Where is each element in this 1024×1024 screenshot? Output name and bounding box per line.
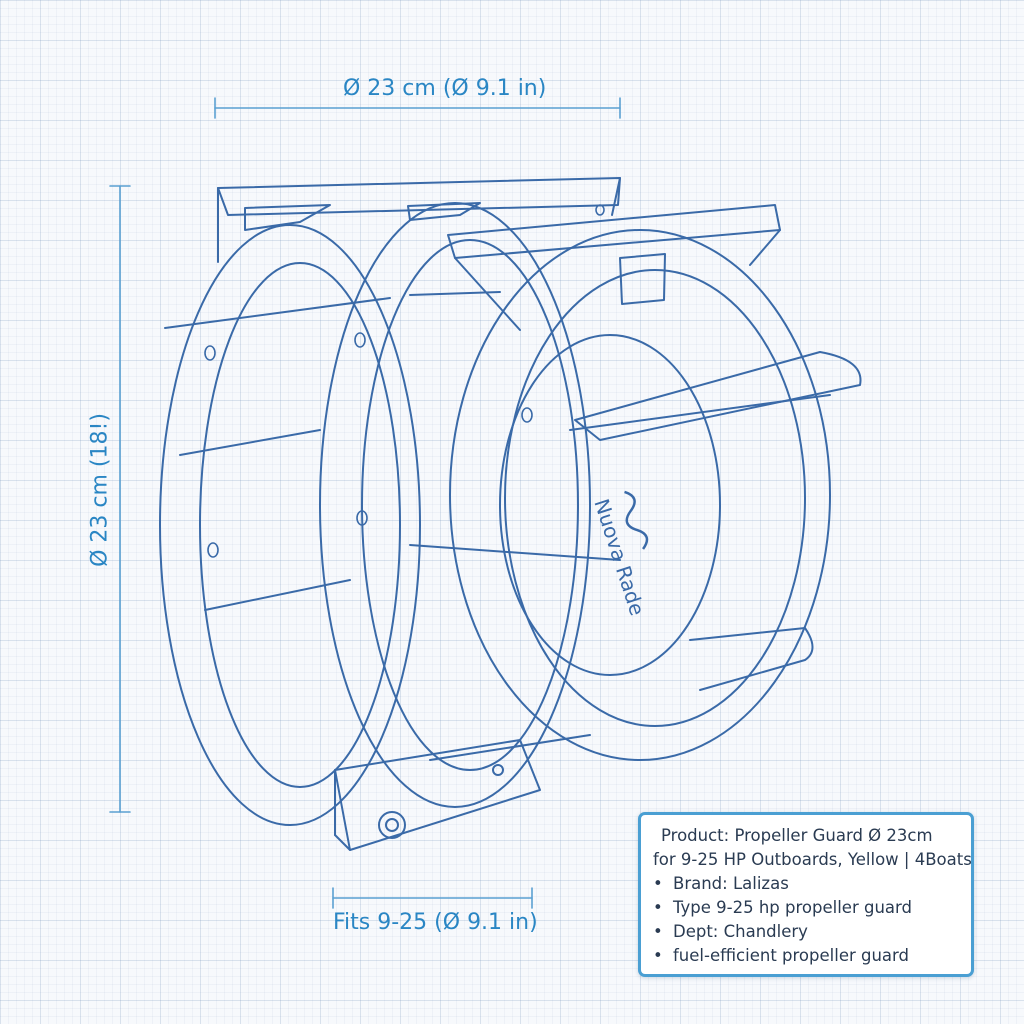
front-mount-plate (447, 204, 781, 331)
info-bullet-item: • Brand: Lalizas (653, 872, 959, 896)
product-title-line-2: for 9-25 HP Outboards, Yellow | 4Boats (653, 850, 972, 869)
info-bullet-item: • fuel-efficient propeller guard (653, 944, 959, 968)
bullet-marker: • (653, 922, 663, 941)
rear-ring (159, 224, 421, 826)
bullet-text: fuel-efficient propeller guard (673, 946, 910, 965)
bullet-marker: • (653, 946, 663, 965)
bottom-clamp (334, 739, 541, 851)
info-bullet-item: • Dept: Chandlery (653, 920, 959, 944)
bullet-text: Type 9-25 hp propeller guard (673, 898, 912, 917)
front-ring (449, 229, 831, 761)
dimension-label-bottom: Fits 9-25 (Ø 9.1 in) (333, 910, 538, 935)
bolt-holes (204, 204, 605, 558)
side-fin (574, 351, 862, 691)
bullet-marker: • (653, 898, 663, 917)
bullet-text: Brand: Lalizas (673, 874, 789, 893)
struts (164, 291, 831, 761)
dimension-line-bottom (332, 887, 533, 909)
brand-logo: Nuova Rade (589, 490, 650, 619)
bullet-marker: • (653, 874, 663, 893)
dimension-line-top (214, 97, 621, 119)
brand-logo-text: Nuova Rade (589, 496, 649, 619)
rear-mount-plate (217, 177, 621, 263)
product-info-card: Product: Propeller Guard Ø 23cm for 9-25… (638, 812, 974, 977)
bullet-text: Dept: Chandlery (673, 922, 808, 941)
dimension-label-left: Ø 23 cm (18!) (87, 413, 113, 567)
middle-ring (319, 202, 591, 808)
dimension-label-top: Ø 23 cm (Ø 9.1 in) (343, 76, 547, 101)
dimension-line-left (109, 185, 131, 813)
info-bullet-item: • Type 9-25 hp propeller guard (653, 896, 959, 920)
product-title-line-1: Product: Propeller Guard Ø 23cm (661, 826, 933, 845)
